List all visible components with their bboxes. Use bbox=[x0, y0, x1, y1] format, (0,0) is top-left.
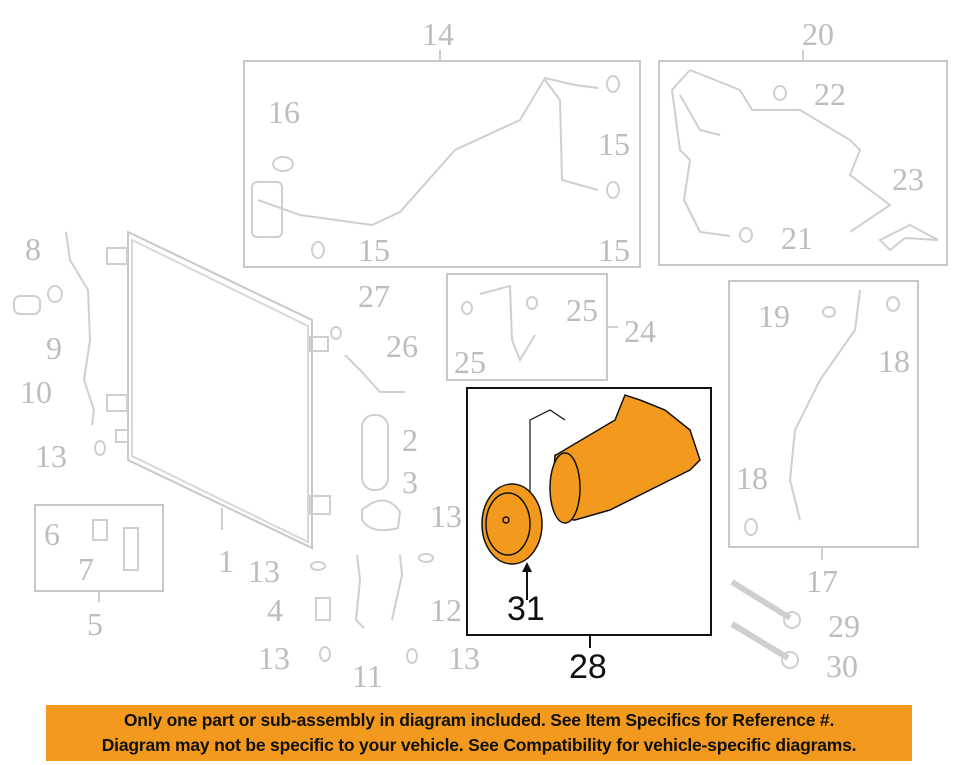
callout-12: 12 bbox=[430, 592, 462, 628]
callout-2: 2 bbox=[402, 422, 418, 458]
callout-9: 9 bbox=[46, 330, 62, 366]
callout-7: 7 bbox=[78, 551, 94, 587]
callout-24: 24 bbox=[624, 313, 656, 349]
callout-28: 28 bbox=[569, 648, 607, 686]
callout-23: 23 bbox=[892, 161, 924, 197]
callout-17: 17 bbox=[806, 563, 838, 599]
callout-11: 11 bbox=[352, 658, 383, 694]
callout-15: 15 bbox=[598, 126, 630, 162]
highlighted-box-28 bbox=[466, 387, 712, 636]
callout-3: 3 bbox=[402, 464, 418, 500]
callout-1: 1 bbox=[218, 543, 234, 579]
callout-18: 18 bbox=[736, 460, 768, 496]
callout-19: 19 bbox=[758, 298, 790, 334]
callout-30: 30 bbox=[826, 648, 858, 684]
callout-26: 26 bbox=[386, 328, 418, 364]
callout-21: 21 bbox=[781, 220, 813, 256]
callout-25: 25 bbox=[454, 344, 486, 380]
callout-27: 27 bbox=[358, 278, 390, 314]
callout-15: 15 bbox=[598, 232, 630, 268]
callout-4: 4 bbox=[267, 592, 283, 628]
disclaimer-banner: Only one part or sub-assembly in diagram… bbox=[46, 705, 912, 761]
callout-29: 29 bbox=[828, 608, 860, 644]
group-box-20 bbox=[658, 60, 948, 266]
callout-13: 13 bbox=[448, 640, 480, 676]
callout-13: 13 bbox=[248, 553, 280, 589]
callout-6: 6 bbox=[44, 516, 60, 552]
group-box-14 bbox=[243, 60, 641, 268]
disclaimer-line-2: Diagram may not be specific to your vehi… bbox=[101, 735, 857, 755]
group-box-17 bbox=[728, 280, 919, 548]
callout-25: 25 bbox=[566, 292, 598, 328]
callout-22: 22 bbox=[814, 76, 846, 112]
callout-5: 5 bbox=[87, 606, 103, 642]
group-box-24 bbox=[446, 273, 608, 381]
callout-16: 16 bbox=[268, 94, 300, 130]
callout-31: 31 bbox=[507, 590, 545, 628]
group-box-5 bbox=[34, 504, 164, 592]
callout-10: 10 bbox=[20, 374, 52, 410]
disclaimer-line-1: Only one part or sub-assembly in diagram… bbox=[123, 710, 835, 730]
callout-8: 8 bbox=[25, 231, 41, 267]
callout-18: 18 bbox=[878, 343, 910, 379]
callout-14: 14 bbox=[422, 16, 454, 52]
callout-13: 13 bbox=[35, 438, 67, 474]
callout-20: 20 bbox=[802, 16, 834, 52]
callout-13: 13 bbox=[258, 640, 290, 676]
callout-13: 13 bbox=[430, 498, 462, 534]
callout-15: 15 bbox=[358, 232, 390, 268]
